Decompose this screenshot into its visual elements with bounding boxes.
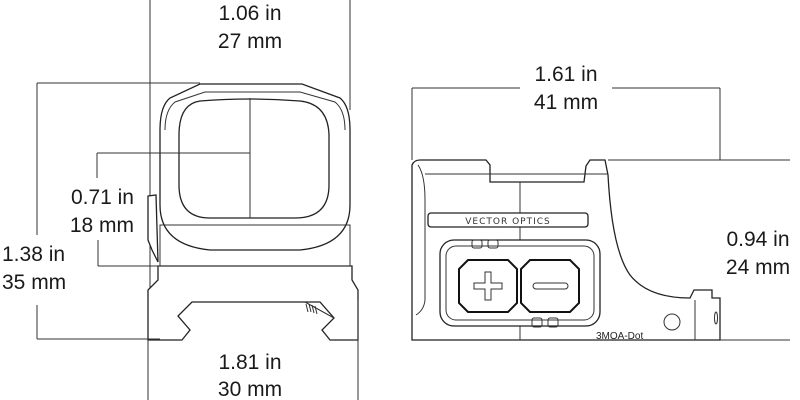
minus-button-shape[interactable] bbox=[520, 259, 580, 313]
side-height-in: 0.94 in bbox=[726, 228, 789, 251]
base-width-in: 1.81 in bbox=[218, 351, 281, 374]
base-width-mm: 30 mm bbox=[218, 378, 282, 400]
plus-icon bbox=[473, 271, 503, 301]
rear-edge bbox=[415, 164, 426, 316]
side-length-mm: 41 mm bbox=[534, 91, 598, 114]
brand-logo: VECTOR OPTICS bbox=[465, 217, 550, 227]
brand-plate bbox=[427, 212, 589, 228]
lens-window bbox=[178, 98, 330, 219]
side-knob bbox=[147, 194, 159, 263]
button-panel-inner bbox=[445, 245, 595, 321]
side-length-in: 1.61 in bbox=[534, 63, 597, 86]
side-view: 1.61 in 41 mm VECTOR OPTICS 3MOA-Dot 0.9… bbox=[411, 63, 790, 342]
window-height-mm: 18 mm bbox=[70, 214, 134, 237]
tab bbox=[531, 317, 543, 328]
tab bbox=[471, 239, 483, 249]
hood-bevel bbox=[164, 91, 346, 131]
front-view: 1.06 in 27 mm 0.71 in 18 mm 1.38 in 35 m… bbox=[2, 0, 359, 400]
front-width-mm: 27 mm bbox=[218, 30, 282, 53]
rail-clamp-serrations bbox=[305, 303, 318, 315]
plus-button-shape[interactable] bbox=[458, 259, 518, 313]
total-height-in: 1.38 in bbox=[2, 243, 65, 266]
total-height-mm: 35 mm bbox=[2, 271, 66, 294]
reticle-label: 3MOA-Dot bbox=[596, 331, 643, 342]
window-height-in: 0.71 in bbox=[71, 186, 134, 209]
front-width-in: 1.06 in bbox=[218, 2, 281, 25]
minus-icon bbox=[532, 282, 569, 290]
adjustment-screw bbox=[663, 313, 681, 331]
housing-body bbox=[159, 224, 351, 267]
brightness-up-button[interactable] bbox=[458, 259, 518, 313]
tab bbox=[487, 239, 499, 249]
tab bbox=[547, 317, 559, 328]
mount-base bbox=[147, 265, 359, 341]
rail-clamp-teeth bbox=[304, 301, 335, 319]
side-height-mm: 24 mm bbox=[726, 256, 790, 279]
front-detail bbox=[714, 311, 718, 325]
brightness-down-button[interactable] bbox=[520, 259, 580, 313]
